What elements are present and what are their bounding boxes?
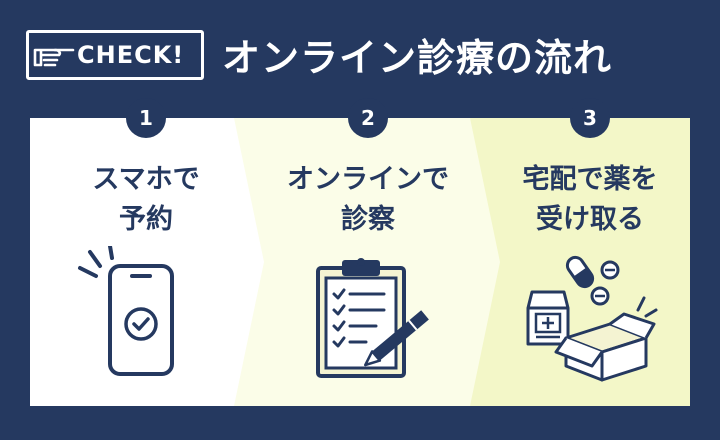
step-2-label-line2: 診察 xyxy=(341,204,395,235)
step-3-label-line2: 受け取る xyxy=(536,204,644,235)
step-2-label-line1: オンラインで xyxy=(287,164,449,195)
check-text: CHECK! xyxy=(77,41,185,69)
page-title: オンライン診療の流れ xyxy=(222,35,613,80)
step-2-label: オンラインで 診察 xyxy=(278,160,458,240)
clipboard-pen-icon xyxy=(316,258,429,378)
step-1-label: スマホで 予約 xyxy=(56,160,236,240)
smartphone-check-icon xyxy=(78,246,174,376)
step-1-label-line2: 予約 xyxy=(119,204,173,235)
step-3-label-line1: 宅配で薬を xyxy=(522,164,658,195)
step-1-number: 1 xyxy=(126,98,166,138)
pointing-hand-icon xyxy=(33,48,75,67)
step-1-label-line1: スマホで xyxy=(92,164,200,195)
medicine-box-icon xyxy=(526,255,658,382)
steps-panel: 1 スマホで 予約 2 オンラインで 診察 xyxy=(30,98,690,406)
step-3-label: 宅配で薬を 受け取る xyxy=(500,160,680,240)
check-badge: CHECK! xyxy=(26,30,204,80)
step-2-number: 2 xyxy=(348,98,388,138)
step-3-number: 3 xyxy=(570,98,610,138)
